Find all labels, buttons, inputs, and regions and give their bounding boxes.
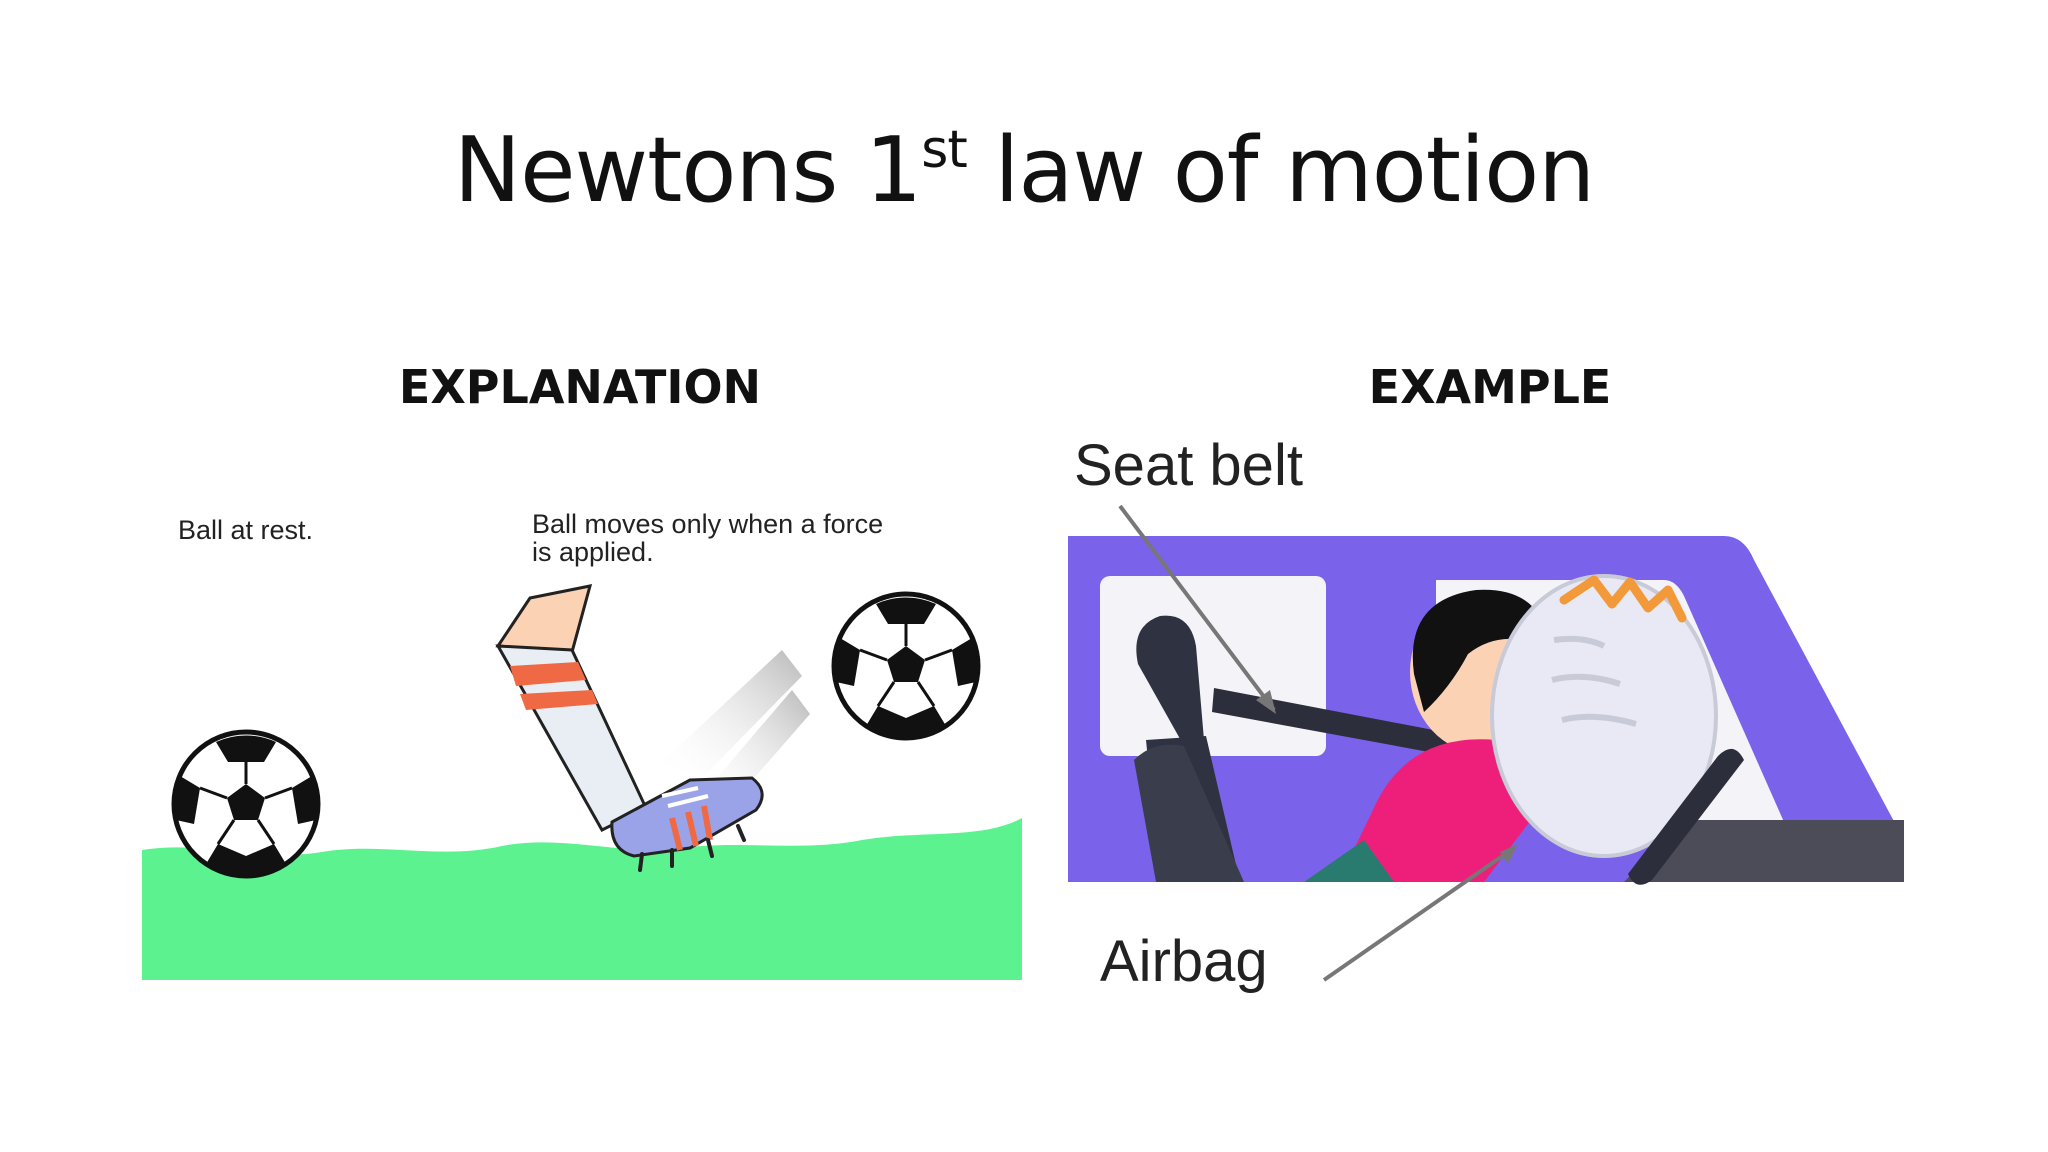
slide-title: Newtons 1st law of motion xyxy=(0,118,2048,223)
explanation-heading: EXPLANATION xyxy=(398,360,762,414)
label-seat-belt: Seat belt xyxy=(1074,433,1303,498)
title-superscript: st xyxy=(921,120,967,180)
rear-window xyxy=(1100,576,1326,756)
caption-ball-moves-line2: is applied. xyxy=(532,537,654,567)
seat-belt xyxy=(1212,688,1496,764)
title-text-b: law of motion xyxy=(966,118,1595,223)
grass-ground xyxy=(142,818,1022,980)
label-airbag: Airbag xyxy=(1100,929,1268,994)
seatbelt-pointer xyxy=(1118,504,1276,712)
steering-wheel xyxy=(1628,748,1744,885)
airbag xyxy=(1490,574,1718,858)
kicking-leg xyxy=(495,584,764,872)
example-heading: EXAMPLE xyxy=(1368,360,1612,414)
airbag-pointer xyxy=(1322,846,1516,982)
ball-kick-illustration: Ball at rest. Ball moves only when a for… xyxy=(142,500,1022,980)
impact-lines xyxy=(1559,575,1687,623)
title-text-a: Newtons 1 xyxy=(453,118,922,223)
caption-ball-at-rest: Ball at rest. xyxy=(178,515,314,545)
car-seat xyxy=(1134,615,1244,882)
caption-ball-moves-line1: Ball moves only when a force xyxy=(532,509,884,539)
soccer-ball-moving xyxy=(831,591,981,741)
ball-kick-drawing xyxy=(142,584,1022,980)
car-safety-illustration: Seat belt Airbag xyxy=(1064,433,1924,1000)
soccer-ball-at-rest xyxy=(171,729,321,879)
car-safety-drawing xyxy=(1068,504,1904,982)
motion-streaks xyxy=(662,650,802,778)
